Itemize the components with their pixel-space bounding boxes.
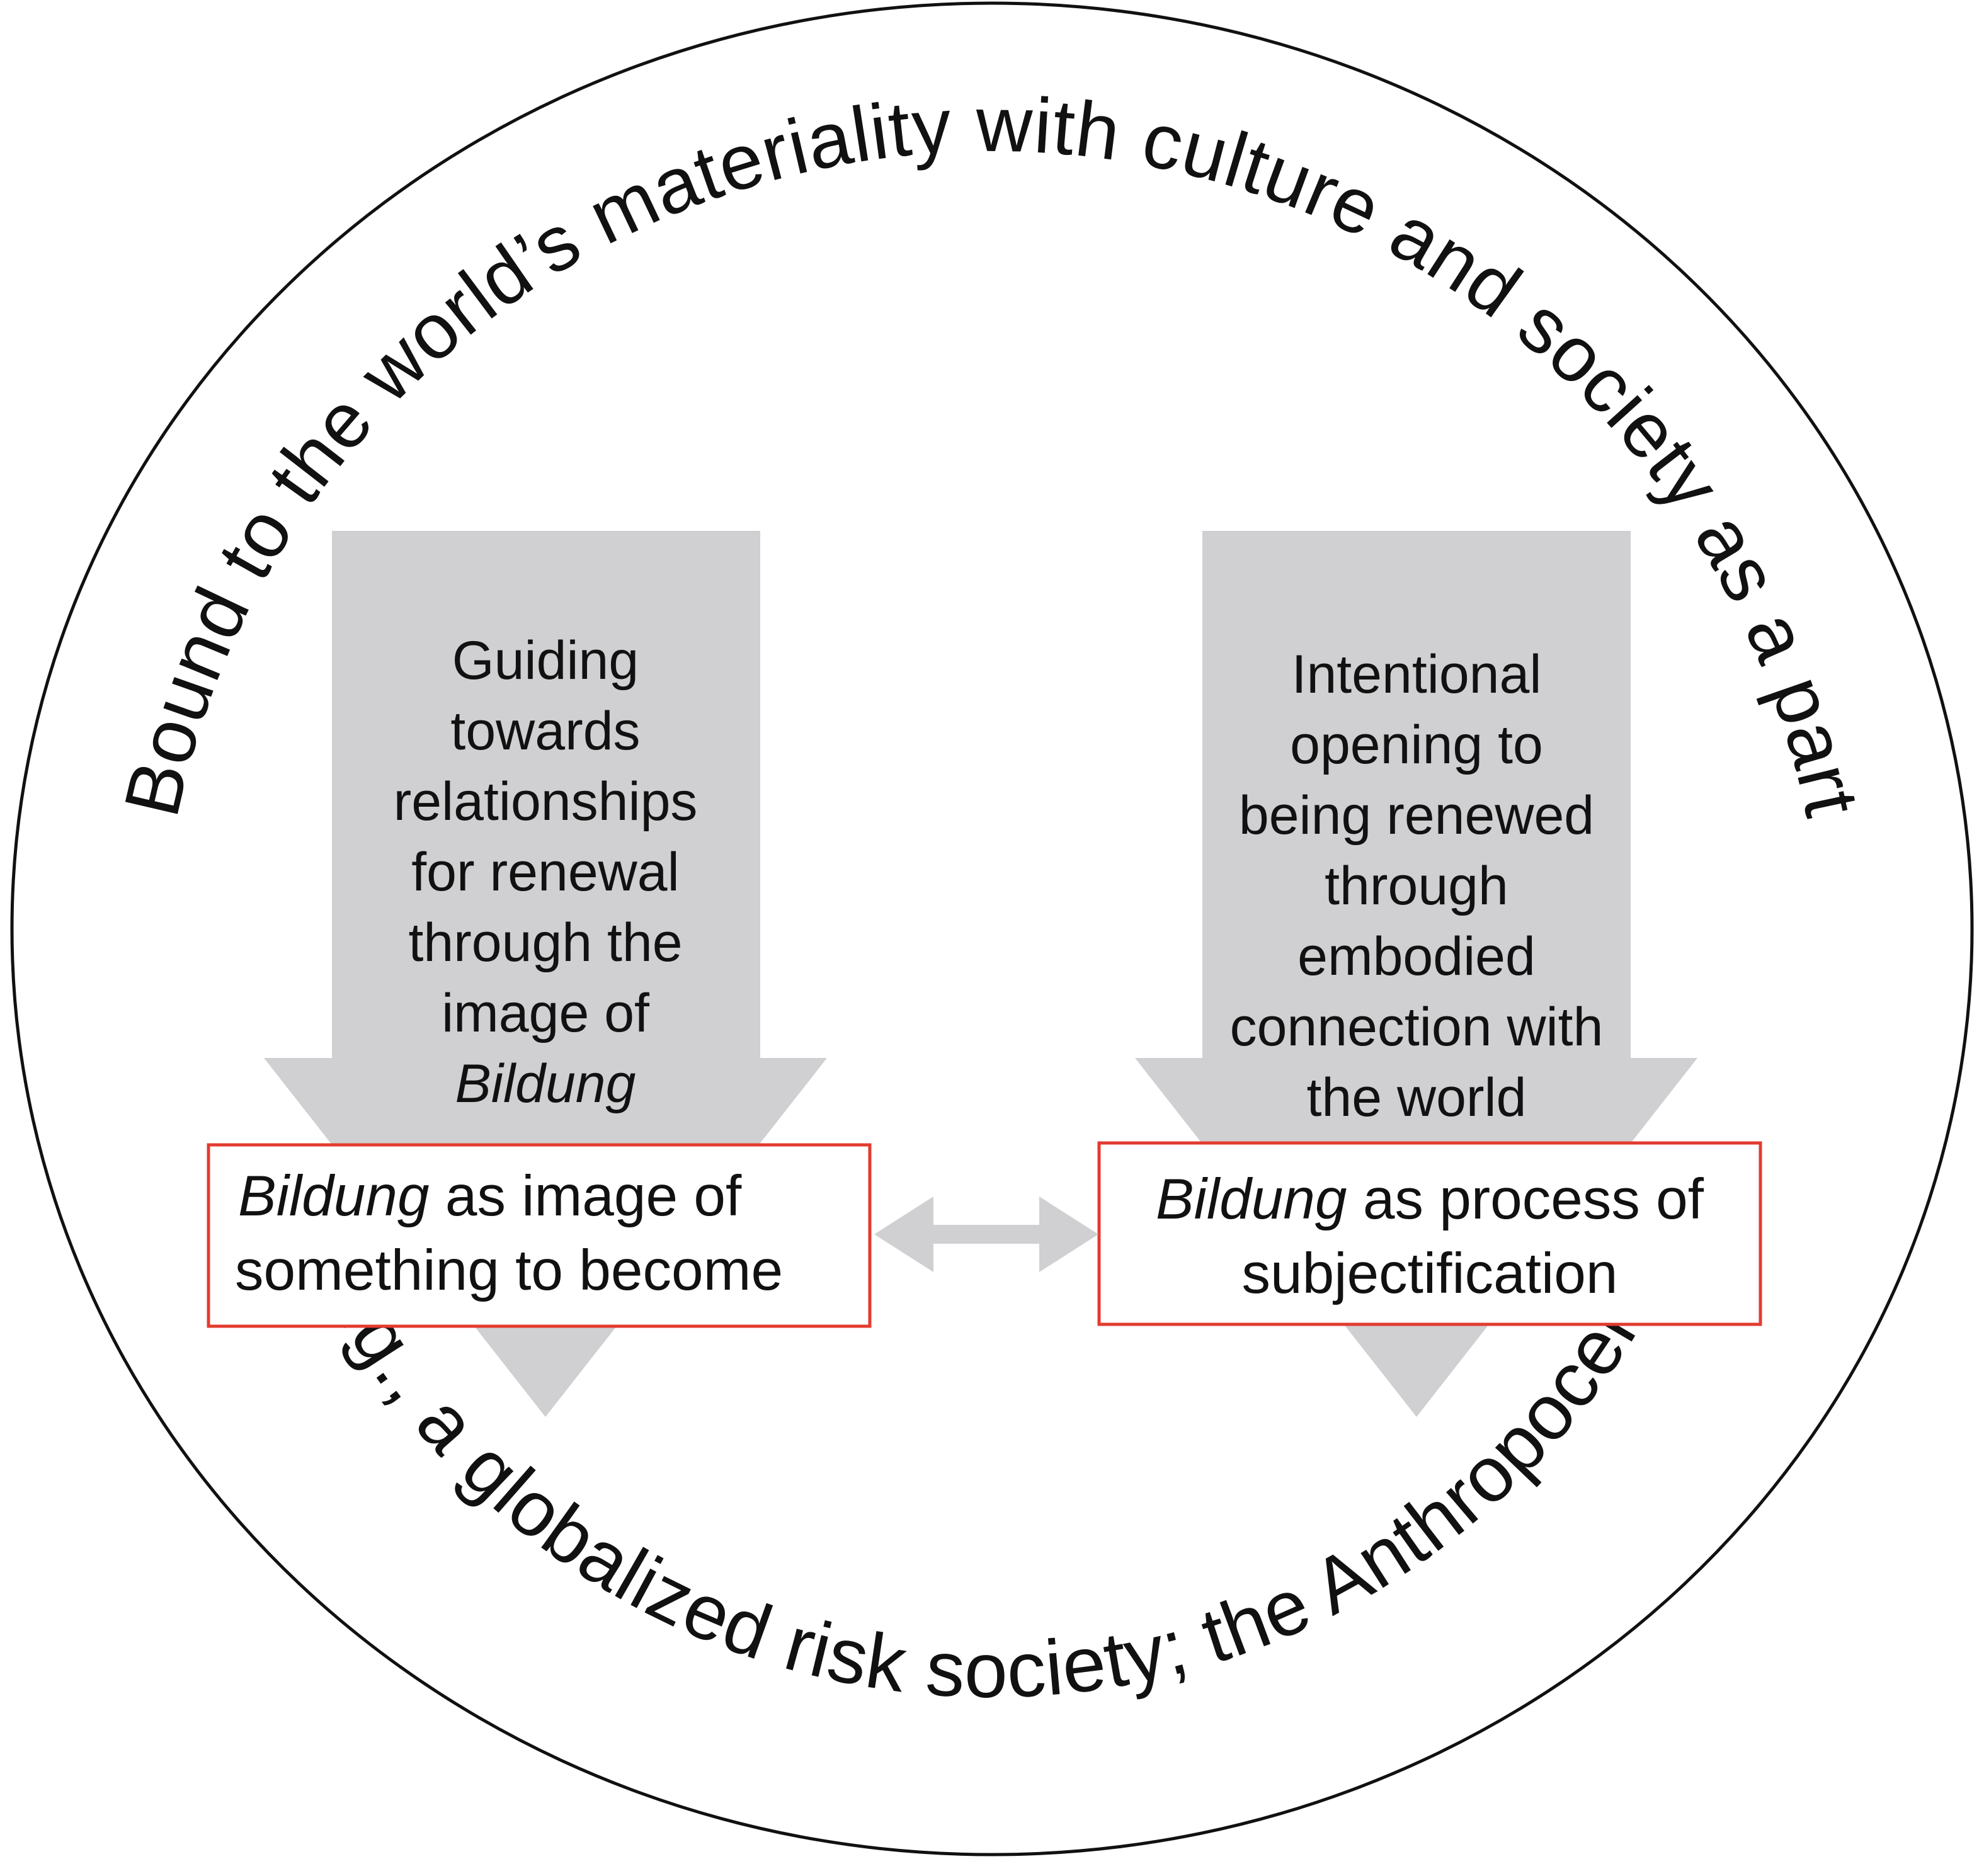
- right-arrow-line-7: the world: [1307, 1067, 1527, 1128]
- right-arrow-text: Intentional opening to being renewed thr…: [1230, 644, 1604, 1128]
- right-arrow-line-6: connection with: [1230, 997, 1604, 1057]
- left-box-line-1-rest: as image of: [430, 1164, 742, 1228]
- left-box-line-1: Bildung as image of: [238, 1164, 742, 1228]
- right-box-line-2: subjectification: [1242, 1242, 1618, 1305]
- left-arrow-line-6: image of: [442, 983, 650, 1043]
- right-arrow-line-3: being renewed: [1239, 785, 1594, 846]
- right-box-line-1: Bildung as process of: [1156, 1168, 1704, 1231]
- left-concept-box: [207, 1143, 872, 1328]
- right-arrow-line-1: Intentional: [1292, 644, 1542, 705]
- left-box-line-2: something to become: [235, 1239, 783, 1302]
- left-arrow-line-4: for renewal: [411, 842, 679, 902]
- right-arrow-line-4: through: [1325, 856, 1508, 916]
- left-arrow-line-1: Guiding: [452, 630, 639, 691]
- left-arrow-line-5: through the: [408, 912, 682, 973]
- right-arrow-line-2: opening to: [1290, 715, 1543, 775]
- right-arrow-line-5: embodied: [1297, 926, 1536, 987]
- left-arrow-line-3: relationships: [394, 771, 698, 832]
- right-box-line-1-rest: as process of: [1347, 1168, 1704, 1231]
- right-concept-box: [1097, 1141, 1762, 1326]
- double-headed-arrow: [874, 1197, 1098, 1272]
- left-box-bildung: Bildung: [238, 1164, 430, 1228]
- left-arrow-text: Guiding towards relationships for renewa…: [394, 630, 698, 1114]
- right-box-bildung: Bildung: [1156, 1168, 1347, 1231]
- outer-circle: [10, 1, 1974, 1856]
- left-arrow-line-2: towards: [450, 701, 640, 761]
- left-arrow-line-7-italic: Bildung: [455, 1054, 636, 1114]
